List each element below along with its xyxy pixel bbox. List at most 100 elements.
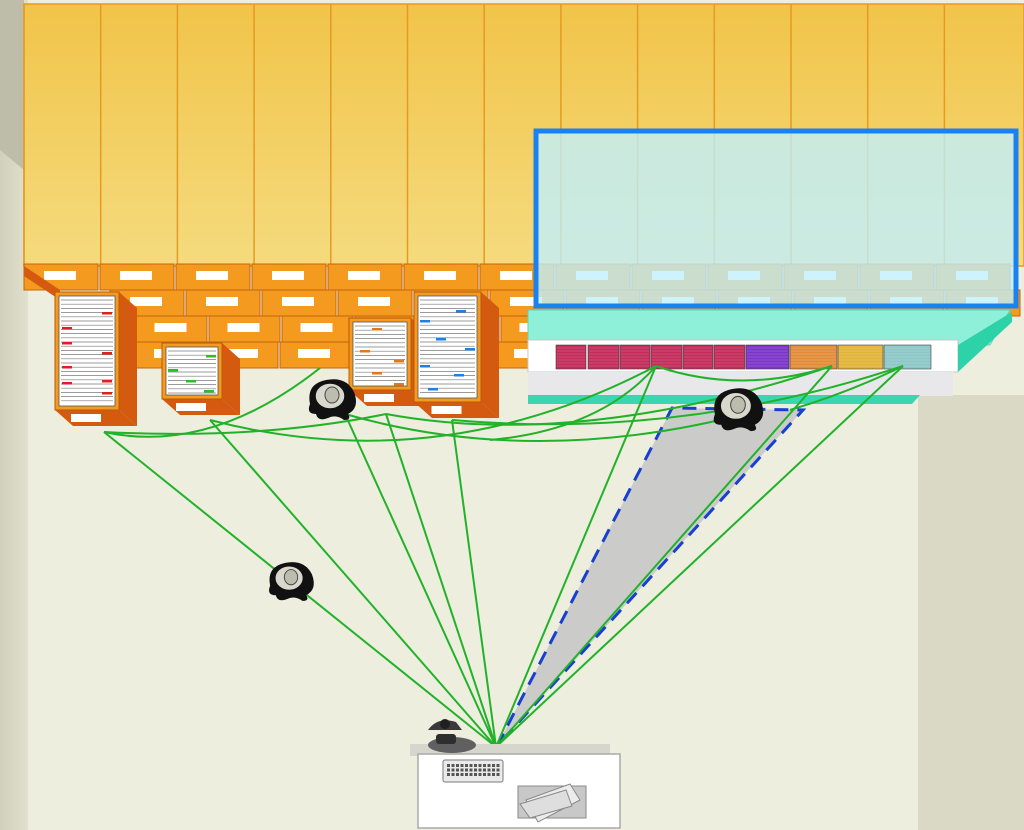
book-body [650,344,683,370]
sightline-arc [655,365,833,382]
keyboard-key [447,764,450,767]
keyboard-key [456,768,459,772]
drawer-label [348,271,380,280]
file-insert [417,295,478,399]
book [555,344,587,370]
keyboard-key [496,773,500,776]
person-topview-icon [269,562,314,601]
file-marker [102,392,112,395]
keyboard-key [492,764,495,767]
file-marker [465,348,475,351]
cabinet-label [364,394,394,402]
keyboard-key [492,768,495,772]
keyboard-key [487,768,491,772]
sightline-ray [385,413,497,748]
sightline-arc [344,409,761,443]
drawer-label [510,297,542,306]
book-body [555,344,587,370]
keyboard-key [460,768,464,772]
book-body [619,344,651,370]
book [837,344,884,370]
keyboard-key [474,768,477,772]
drawer-label [298,349,330,358]
keyboard-key [465,773,468,776]
keyboard-key [451,764,455,767]
book-body [682,344,714,370]
sightline-arc [385,365,833,426]
sightline-ray [495,365,657,748]
file-marker [102,312,112,315]
keyboard-key [496,764,500,767]
keyboard-key [474,764,477,767]
drawer-label [154,323,187,332]
keyboard-key [478,773,482,776]
sightline-ray [451,419,497,748]
cabinet-side [222,343,240,415]
cabinet-side [119,292,137,426]
shelf-books [555,344,932,370]
mint-shelf [527,309,1012,404]
book-body [745,344,790,370]
keyboard-key [465,764,468,767]
sightline-ray [495,365,904,748]
book [713,344,746,370]
keyboard-key [483,773,486,776]
cabinet-label [431,406,462,414]
keyboard-key [456,773,459,776]
keyboard-key [469,773,473,776]
file-marker [168,369,178,372]
file-marker [186,380,196,383]
book [883,344,932,370]
person-topview-icon [308,379,356,420]
file-marker [206,355,216,358]
file-marker [428,388,438,391]
keyboard-key [478,764,482,767]
drawer-label [226,349,258,358]
filing-cabinet-2 [161,342,240,415]
file-marker [102,352,112,355]
drawer [251,263,327,291]
book-body [713,344,746,370]
keyboard-key [451,768,455,772]
person-head [283,569,299,586]
document-pile-icon [517,783,587,823]
drawer-label [424,271,456,280]
workstation [410,719,621,829]
drawer-label [130,297,162,306]
keyboard-key [496,768,500,772]
drawer-label [120,271,152,280]
cabinet-label [71,414,101,422]
sightline-ray [495,365,833,748]
drawer-label [300,323,333,332]
file-marker [372,372,382,375]
filing-cabinets [54,291,499,426]
file-marker [420,365,430,368]
keyboard-key [478,768,482,772]
file-marker [204,390,214,393]
left-wall-corner [0,0,24,170]
drawer-label [227,323,260,332]
sightline-ray [344,413,497,748]
book-body [883,344,932,370]
book-body [789,344,838,370]
keyboard-key [469,768,473,772]
book [745,344,790,370]
book [682,344,714,370]
person-head [730,395,746,414]
cabinet-label [176,403,206,411]
file-marker [62,366,72,369]
sightline-arc [103,367,321,438]
sightline-arc [451,365,904,426]
book [650,344,683,370]
office-chair-icon [428,719,476,753]
book [619,344,651,370]
file-marker [102,380,112,383]
file-marker [62,382,72,385]
keyboard-key [460,764,464,767]
drawer-label [272,271,304,280]
file-marker [394,383,404,386]
book [587,344,620,370]
filing-cabinet-4 [413,291,499,418]
file-marker [456,310,466,313]
